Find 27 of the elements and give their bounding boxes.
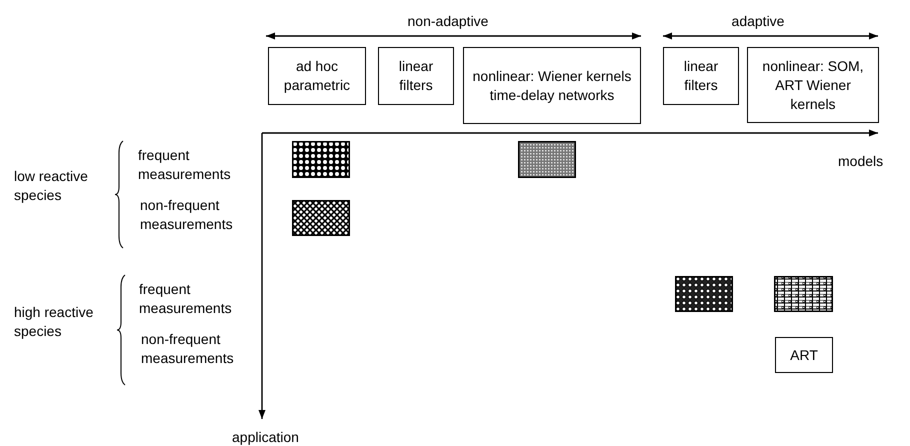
hatched-box	[292, 141, 350, 178]
group-label: non-adaptive	[406, 12, 490, 31]
box-text: nonlinear: SOM, ART Wiener kernels	[761, 56, 865, 114]
model-box	[268, 47, 366, 105]
row-group-label: high reactive species	[14, 303, 94, 341]
row-label: frequent measurements	[139, 280, 233, 318]
row-group-label: low reactive species	[14, 167, 89, 205]
row-label: non-frequent measurements	[141, 330, 235, 368]
model-box	[378, 47, 454, 105]
hatched-box	[518, 141, 576, 178]
hatched-box	[675, 276, 733, 312]
box-text: linear filters	[682, 57, 720, 95]
box-text: linear filters	[398, 57, 434, 95]
model-box	[663, 47, 739, 105]
box-text: ad hoc parametric	[282, 57, 352, 95]
box-text: nonlinear: Wiener kernels time-delay networks	[472, 66, 632, 104]
box-text: ART	[790, 346, 818, 364]
model-box	[747, 47, 879, 123]
hatched-box	[292, 200, 350, 236]
group-label: adaptive	[730, 12, 786, 31]
row-label: non-frequent measurements	[140, 196, 234, 234]
axis-label: models	[838, 152, 884, 171]
axis-label: application	[232, 428, 300, 446]
model-box	[775, 337, 833, 373]
row-label: frequent measurements	[138, 146, 232, 184]
model-box	[463, 47, 641, 124]
hatched-box	[774, 276, 833, 312]
